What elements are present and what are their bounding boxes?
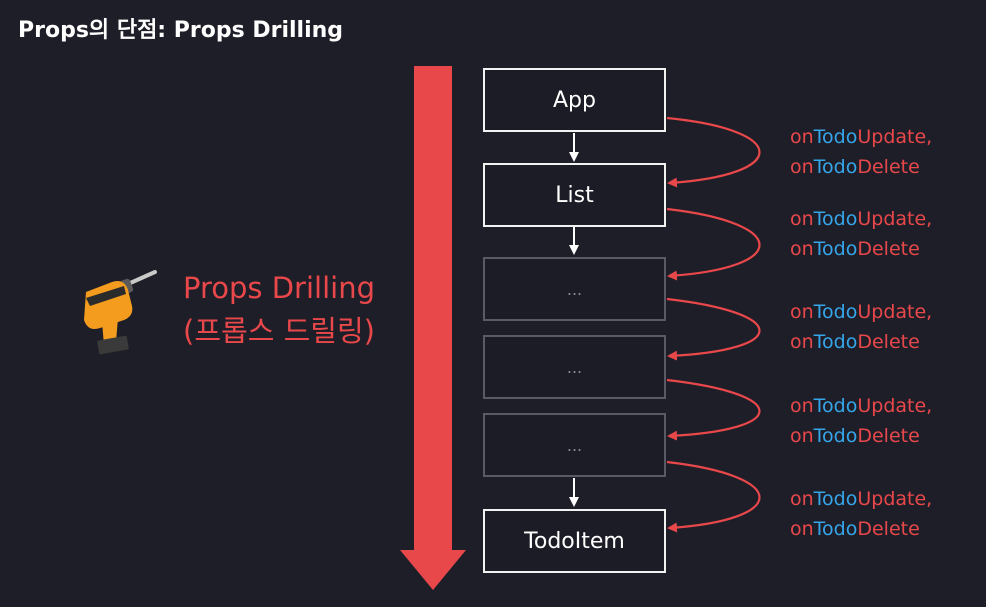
component-box-list: List (483, 163, 666, 227)
edge-label-line: onTodoDelete (790, 518, 920, 540)
power-drill-icon (84, 270, 157, 355)
page-title: Props의 단점: Props Drilling (18, 18, 344, 43)
edge-label-line: onTodoDelete (790, 238, 920, 260)
edge-label-line: onTodoUpdate, (790, 126, 933, 148)
edge-label: onTodoUpdate, onTodoDelete (790, 484, 932, 544)
prop-passing-arrows (666, 116, 761, 533)
edge-label: onTodoUpdate, onTodoDelete (790, 204, 932, 264)
component-box-intermediate: ... (483, 335, 666, 399)
component-box-todoitem: TodoItem (483, 509, 666, 573)
edge-label: onTodoUpdate, onTodoDelete (790, 122, 932, 182)
edge-label-line: onTodoUpdate, (790, 488, 933, 510)
props-drilling-heading: Props Drilling (182, 271, 375, 305)
component-box-app: App (483, 68, 666, 132)
edge-label-line: onTodoUpdate, (790, 395, 933, 417)
component-box-intermediate: ... (483, 257, 666, 321)
edge-label-line: onTodoUpdate, (790, 301, 933, 323)
edge-label-line: onTodoUpdate, (790, 208, 933, 230)
edge-label-line: onTodoDelete (790, 156, 920, 178)
edge-label: onTodoUpdate, onTodoDelete (790, 297, 932, 357)
component-box-intermediate: ... (483, 413, 666, 477)
edge-label: onTodoUpdate, onTodoDelete (790, 391, 932, 451)
edge-label-line: onTodoDelete (790, 331, 920, 353)
drilling-direction-arrow (400, 66, 466, 590)
edge-label-line: onTodoDelete (790, 425, 920, 447)
props-drilling-subheading: (프롭스 드릴링) (183, 314, 375, 348)
